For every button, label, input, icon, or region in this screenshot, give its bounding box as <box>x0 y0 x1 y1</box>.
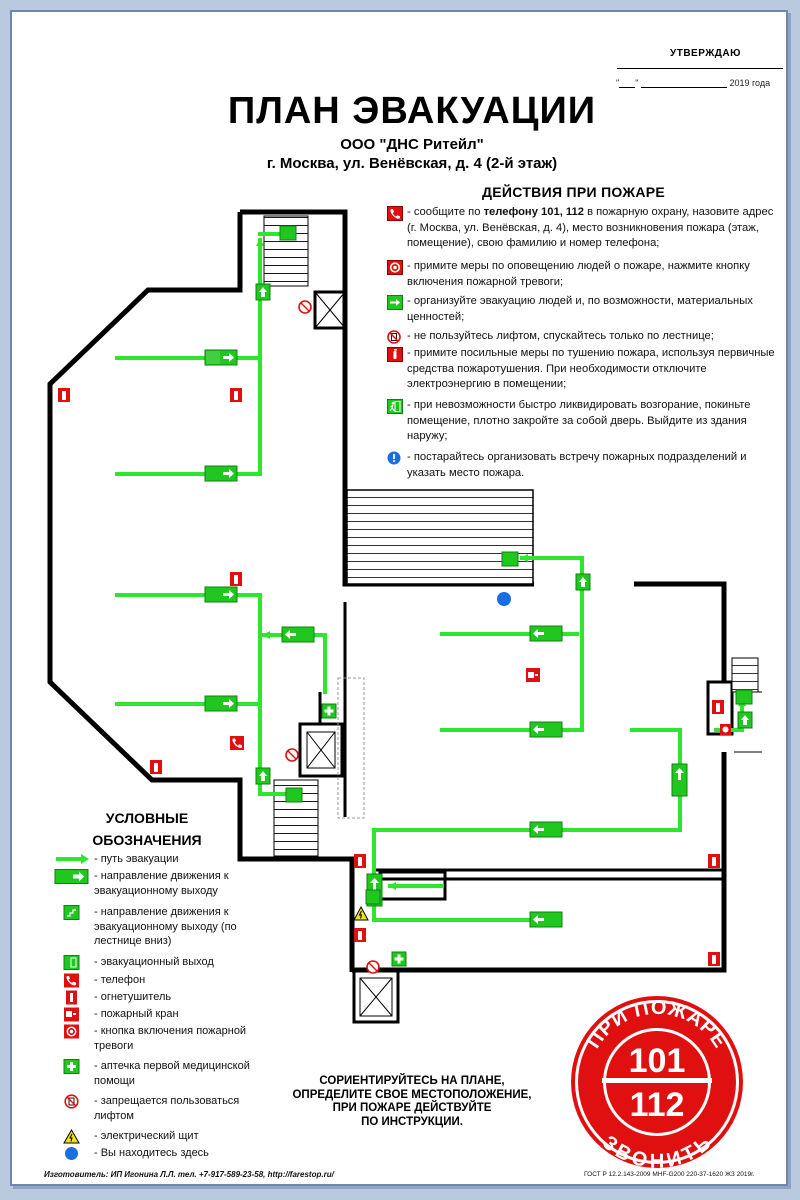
seal-number-112: 112 <box>630 1086 685 1124</box>
approval-signature-line <box>617 68 783 69</box>
exit-signs <box>279 225 753 905</box>
action-item: - постарайтесь организовать встречу пожа… <box>387 450 782 481</box>
you-are-here-icon <box>497 592 511 606</box>
exit-icon <box>54 955 90 970</box>
direction-exit-sign <box>281 626 315 643</box>
organization-name: ООО "ДНС Ритейл" <box>340 136 484 153</box>
direction-up-sign <box>255 767 271 785</box>
extinguisher-icon <box>387 347 403 362</box>
no-elevator-icon <box>54 1094 90 1109</box>
direction-exit-sign <box>529 721 563 738</box>
no-elevator-icon <box>387 330 401 344</box>
legend-item: - путь эвакуации <box>54 852 264 867</box>
floor-plan <box>47 209 762 1024</box>
page-title: ПЛАН ЭВАКУАЦИИ <box>227 90 597 132</box>
hydrant-icon <box>526 668 540 682</box>
evacuation-routes <box>115 230 746 922</box>
first-aid-icon <box>54 1059 90 1074</box>
first-aid-icon <box>391 951 407 967</box>
direction-exit-sign <box>204 465 238 482</box>
orientation-note: СОРИЕНТИРУЙТЕСЬ НА ПЛАНЕ, ОПРЕДЕЛИТЕ СВО… <box>292 1075 532 1128</box>
phone-icon <box>54 973 90 988</box>
legend-item: - Вы находитесь здесь <box>54 1146 264 1161</box>
action-item: - сообщите по телефону 101, 112 в пожарн… <box>387 205 782 252</box>
actions-title: ДЕЙСТВИЯ ПРИ ПОЖАРЕ <box>482 184 666 200</box>
action-item: - организуйте эвакуацию людей и, по возм… <box>387 294 782 325</box>
legend-item: - телефон <box>54 973 264 988</box>
phone-icon <box>230 736 244 750</box>
evacuation-plan-poster: УТВЕРЖДАЮ "" 2019 года ПЛАН ЭВАКУАЦИИ ОО… <box>10 10 788 1186</box>
no-elevator-signs <box>285 300 380 974</box>
stairs-exit-sign <box>501 551 519 567</box>
legend-item: - пожарный кран <box>54 1007 264 1022</box>
stairs-right <box>731 657 759 693</box>
route-arrow-icon <box>54 852 90 866</box>
alarm-button-icon <box>387 260 403 275</box>
fire-call-seal: ПРИ ПОЖАРЕ ЗВОНИТЬ 101 112 <box>571 996 743 1172</box>
action-item: - не пользуйтесь лифтом, спускайтесь тол… <box>387 329 782 345</box>
evac-arrow-icon <box>387 295 403 310</box>
electric-panel-icon <box>54 1128 90 1144</box>
hydrant-icon <box>54 1007 90 1022</box>
approval-year: 2019 года <box>729 78 771 88</box>
manufacturer-footer: Изготовитель: ИП Игонина Л.Л. тел. +7-91… <box>44 1170 334 1179</box>
direction-exit-sign <box>204 586 238 603</box>
direction-exit-sign <box>204 695 238 712</box>
counter <box>337 677 365 819</box>
stairs-exit-sign <box>735 689 753 705</box>
action-item: - при невозможности быстро ликвидировать… <box>387 398 782 445</box>
direction-exit-sign <box>529 625 563 642</box>
direction-exit-icon <box>54 869 90 884</box>
direction-up-sign <box>575 573 591 591</box>
direction-exit-sign <box>204 349 238 366</box>
direction-exit-sign <box>529 821 563 838</box>
electric-panel-icon <box>353 905 369 921</box>
direction-up-sign <box>737 711 753 729</box>
approval-date: "" 2019 года <box>616 78 771 88</box>
phone-icon <box>387 206 403 221</box>
action-item: - примите посильные меры по тушению пожа… <box>387 346 782 393</box>
first-aid-kits <box>321 703 407 967</box>
alarm-button-icon <box>720 724 731 735</box>
extinguishers <box>58 388 724 966</box>
direction-up-sign <box>671 763 688 797</box>
legend-item: - огнетушитель <box>54 990 264 1005</box>
action-item: - примите меры по оповещению людей о пож… <box>387 259 782 290</box>
standard-footer: ГОСТ Р 12.2.143-2009 МНF-G200 220-37-162… <box>584 1171 755 1178</box>
alarm-button-icon <box>54 1024 90 1039</box>
legend-item: - эвакуационный выход <box>54 955 264 970</box>
legend-item: - электрический щит <box>54 1128 264 1144</box>
direction-up-sign <box>255 283 271 301</box>
exit-sign <box>365 889 381 905</box>
legend-title: УСЛОВНЫЕ ОБОЗНАЧЕНИЯ <box>92 810 202 848</box>
extinguisher-icon <box>54 990 90 1005</box>
legend-item: - кнопка включения пожарной тревоги <box>54 1024 264 1053</box>
stairs-exit-sign <box>279 225 297 241</box>
legend-item: - направление движения к эвакуационному … <box>54 869 264 898</box>
address: г. Москва, ул. Венёвская, д. 4 (2-й этаж… <box>266 155 558 172</box>
info-icon <box>387 451 401 465</box>
first-aid-icon <box>321 703 337 719</box>
direction-stairs-icon <box>54 905 90 920</box>
approval-title: УТВЕРЖДАЮ <box>670 48 741 59</box>
legend-item: - направление движения к эвакуационному … <box>54 905 264 949</box>
direction-exit-sign <box>529 911 563 928</box>
direction-signs <box>204 283 753 928</box>
stairs-exit-sign <box>285 787 303 803</box>
you-are-here-icon <box>54 1146 90 1160</box>
stairs-main <box>346 489 534 585</box>
exit-icon <box>387 399 403 414</box>
legend-item: - аптечка первой медицинской помощи <box>54 1059 264 1088</box>
seal-number-101: 101 <box>629 1042 686 1080</box>
legend-item: - запрещается пользоваться лифтом <box>54 1094 264 1123</box>
